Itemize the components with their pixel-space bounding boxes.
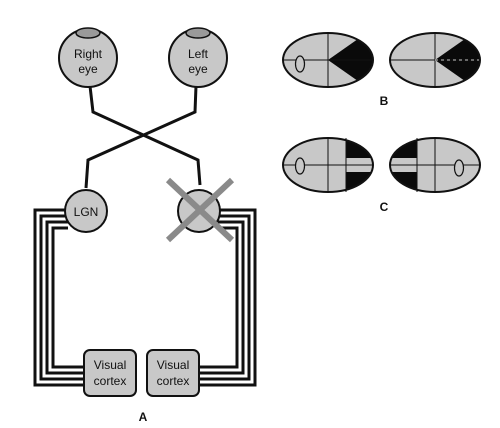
visual-cortex-left-line2: cortex [94,374,127,388]
left-eye-label-line2: eye [188,62,208,76]
left-eye: Left eye [168,27,228,88]
left-eye-lens [185,27,211,39]
optic-nerve-left [84,85,198,189]
visual-cortex-right-line1: Visual [157,358,189,372]
lgn-right-lesioned [165,177,235,243]
visual-cortex-left: Visual cortex [83,349,137,397]
panel-b-label: B [380,94,389,108]
panel-b-visual-fields: B [282,32,481,108]
visual-cortex-left-line1: Visual [94,358,126,372]
panel-c-visual-fields: C [282,137,481,214]
right-eye: Right eye [58,27,118,88]
blind-spot-icon [294,157,306,175]
optic-nerve-right [88,85,202,186]
left-eye-label-line1: Left [188,47,209,61]
visual-field-c-right [389,137,481,193]
optic-radiation-right [197,208,257,387]
visual-cortex-right: Visual cortex [146,349,200,397]
panel-a-label: A [139,410,148,424]
visual-field-b-left [282,32,374,88]
panel-c-label: C [380,200,389,214]
visual-field-c-left [282,137,374,193]
lgn-left: LGN [64,189,108,233]
optic-radiation-left [33,208,85,387]
panel-a-pathway: Right eye Left eye LGN Visual cortex [33,27,257,424]
blind-spot-icon [453,159,465,177]
right-eye-label-line2: eye [78,62,98,76]
lgn-label: LGN [74,205,99,219]
blind-spot-icon [294,55,306,73]
visual-cortex-right-line2: cortex [157,374,190,388]
right-eye-lens [75,27,101,39]
right-eye-label-line1: Right [74,47,103,61]
lesion-cross-icon [165,177,235,243]
visual-field-b-right [389,32,481,88]
